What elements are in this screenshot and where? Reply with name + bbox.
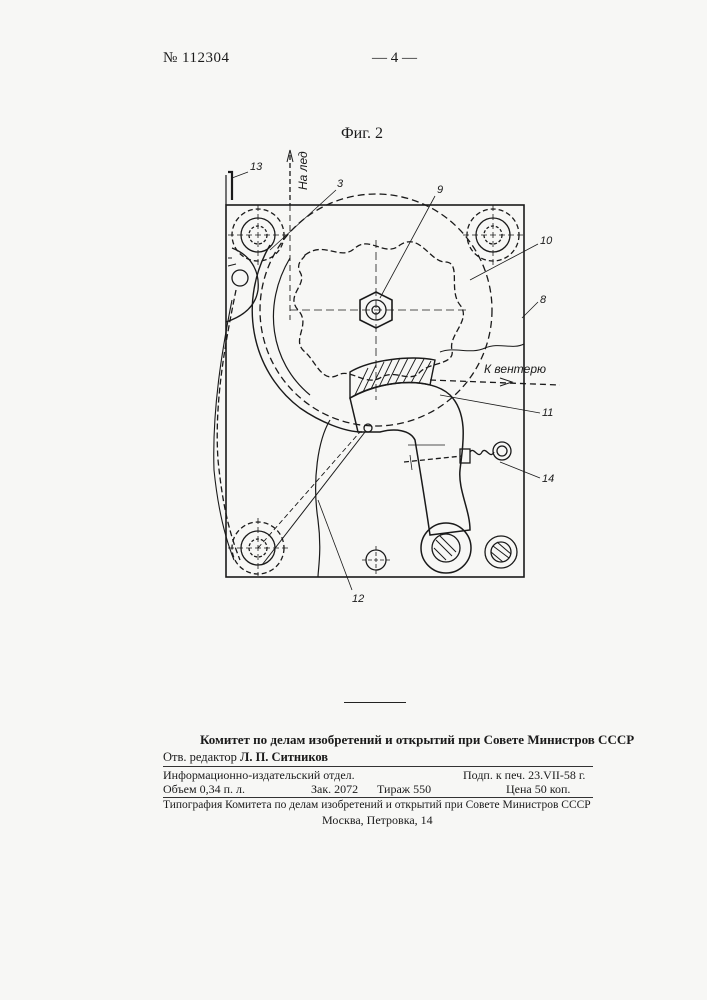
label-10: 10: [540, 235, 553, 247]
footer-rule-top: [163, 766, 593, 767]
footer-divider: [344, 702, 406, 703]
price: Цена 50 коп.: [506, 782, 570, 797]
break-line: [440, 344, 524, 352]
corner-bolt-tr: [463, 205, 523, 265]
small-bolt: [362, 546, 390, 576]
left-latch: [226, 248, 258, 322]
cam-outline: [294, 242, 463, 380]
base-plate: [226, 205, 524, 577]
label-3: 3: [337, 178, 344, 190]
corner-bolt-tl: [228, 205, 288, 265]
label-to-trap: К вентерю: [484, 362, 546, 376]
footer-rule-bottom: [163, 797, 593, 798]
editor-prefix: Отв. редактор: [163, 750, 237, 764]
label-to-ice: На лед: [296, 151, 310, 190]
label-13: 13: [250, 161, 263, 173]
signed-date: Подп. к печ. 23.VII-58 г.: [463, 768, 585, 783]
committee-line: Комитет по делам изобретений и открытий …: [200, 732, 634, 748]
volume: Объем 0,34 п. л.: [163, 782, 245, 797]
corner-bolt-bl: [228, 518, 288, 576]
label-12: 12: [352, 593, 364, 605]
shaft-nut: [290, 240, 470, 400]
label-8: 8: [540, 294, 547, 306]
label-11: 11: [542, 407, 553, 419]
editor-name: Л. П. Ситников: [240, 750, 328, 764]
label-9: 9: [437, 184, 443, 196]
order-number: Зак. 2072: [311, 782, 358, 797]
print-run: Тираж 550: [377, 782, 431, 797]
publisher-dept: Информационно-издательский отдел.: [163, 768, 355, 783]
lever-pivot: [421, 523, 471, 573]
lever-arm: [350, 383, 470, 535]
housing-curve: [316, 420, 330, 577]
corner-bolt-br: [485, 536, 517, 568]
label-14: 14: [542, 473, 554, 485]
address: Москва, Петровка, 14: [322, 813, 433, 828]
printing-house: Типография Комитета по делам изобретений…: [163, 799, 591, 811]
editor-line: Отв. редактор Л. П. Ситников: [163, 750, 328, 765]
